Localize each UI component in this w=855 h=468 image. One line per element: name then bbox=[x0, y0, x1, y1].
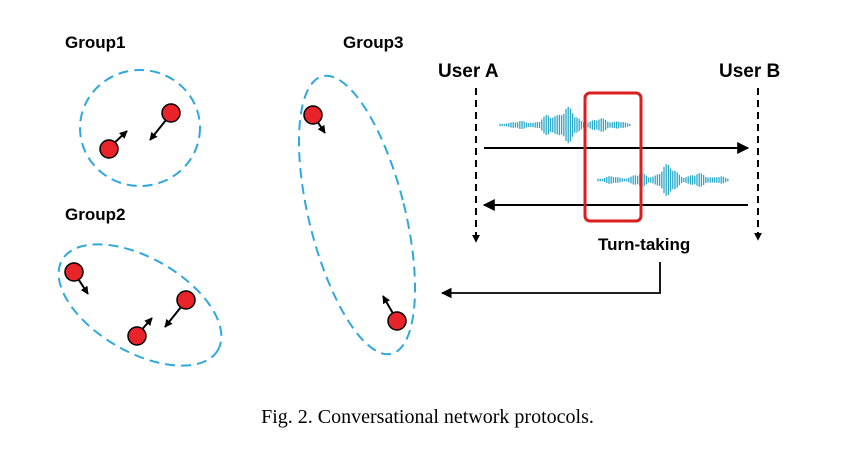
turn-taking-highlight bbox=[583, 91, 643, 223]
group2-label: Group2 bbox=[65, 205, 126, 224]
figure-caption: Fig. 2. Conversational network protocols… bbox=[261, 406, 594, 428]
group3-person-b bbox=[382, 295, 407, 331]
group2-boundary bbox=[57, 243, 223, 367]
user-b-label: User B bbox=[719, 61, 781, 82]
group1-person-b bbox=[149, 103, 181, 141]
group2-person-b bbox=[127, 317, 153, 346]
turn-taking-label: Turn-taking bbox=[598, 235, 691, 254]
group3-boundary bbox=[297, 74, 417, 356]
group1-label: Group1 bbox=[65, 33, 126, 52]
group2-person-c bbox=[164, 290, 196, 328]
turn-taking-connector-arrow bbox=[440, 262, 661, 299]
group2-person-a bbox=[64, 262, 89, 295]
user-a-speech-waveform bbox=[499, 106, 631, 144]
group1-boundary bbox=[79, 69, 201, 187]
user-b-speech-waveform bbox=[597, 164, 729, 196]
group3-label: Group3 bbox=[343, 33, 404, 52]
group1-person-a bbox=[99, 130, 128, 159]
user-a-label: User A bbox=[438, 61, 499, 82]
group3-person-a bbox=[303, 105, 326, 134]
